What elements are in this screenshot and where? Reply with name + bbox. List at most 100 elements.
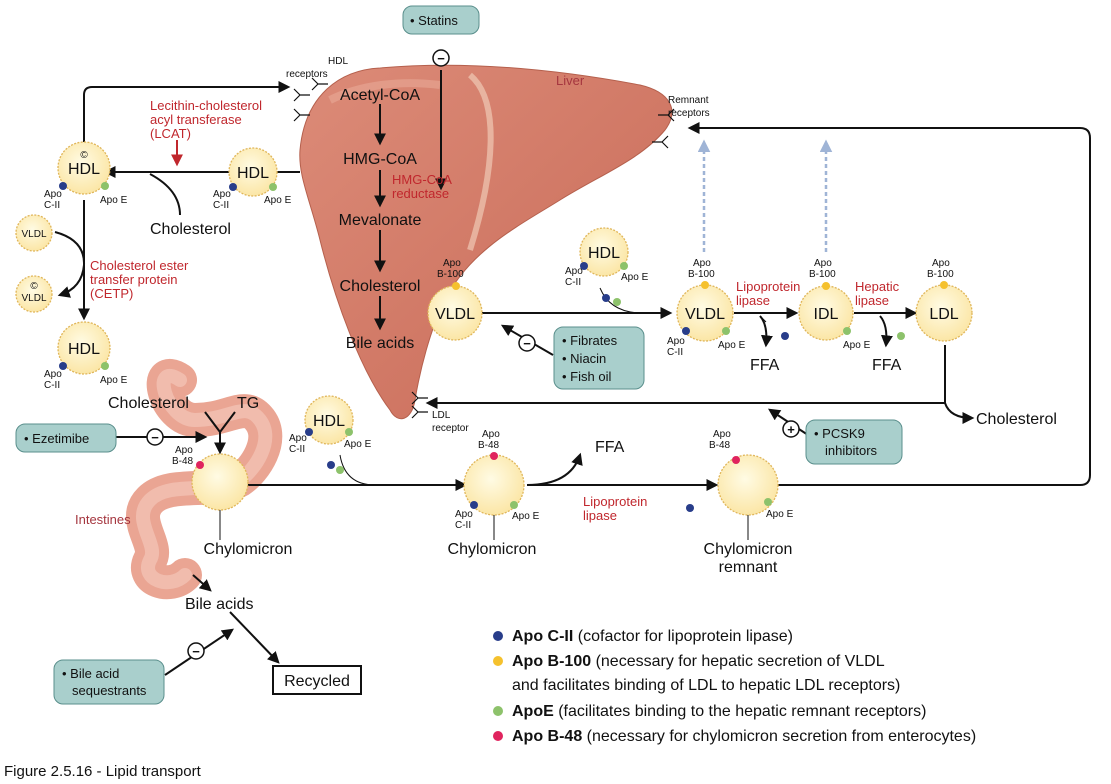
apo-label: Apo	[482, 429, 500, 440]
ezetimibe-minus-sign: −	[151, 430, 159, 445]
apo-c2-label: C-II	[455, 520, 471, 531]
apo-e-label: Apo E	[100, 375, 128, 386]
cholesterol-to-hdl-line	[149, 173, 181, 216]
apo-e-label: Apo E	[264, 195, 292, 206]
cholesterol-free-label: Cholesterol	[150, 221, 231, 238]
ldl-to-receptor-arrow	[425, 345, 946, 409]
hdl-to-receptor-arrow	[83, 81, 291, 145]
hdl-mature-name: HDL	[68, 161, 100, 178]
hdl-middle-name: HDL	[588, 245, 620, 262]
apo-label: Apo	[455, 509, 473, 520]
hepatic-lipase-line2: lipase	[855, 293, 889, 308]
legend: Apo C-II (cofactor for lipoprotein lipas…	[493, 628, 976, 745]
recycled-box	[272, 665, 362, 695]
apo-b100-label: B-100	[809, 269, 836, 280]
tg-label: TG	[237, 395, 259, 412]
ezetimibe-pill	[15, 423, 117, 453]
intestine-bile-arrow	[192, 574, 212, 592]
vldl-small-name: VLDL	[21, 229, 46, 240]
ffa-arrow-2	[879, 315, 893, 348]
apo-label: Apo	[693, 258, 711, 269]
apo-b100-label: B-100	[437, 269, 464, 280]
legend-dot-apo-e	[493, 706, 503, 716]
apo-label: Apo	[289, 433, 307, 444]
fibrates-label: • Fibrates	[562, 333, 618, 348]
hepatic-lipase-line1: Hepatic	[855, 279, 900, 294]
apo-label: Apo	[443, 258, 461, 269]
apo-c2-label: C-II	[44, 380, 60, 391]
cholesterol-diet-label: Cholesterol	[108, 395, 189, 412]
statins-minus-sign: −	[437, 51, 445, 66]
apo-b48-label: B-48	[709, 440, 731, 451]
leader-lines	[219, 315, 767, 540]
apo-b100-label: B-100	[688, 269, 715, 280]
apo-b48-label: B-48	[478, 440, 500, 451]
intestines-label: Intestines	[75, 512, 131, 527]
statins-pill	[402, 5, 480, 35]
liver-organ	[299, 64, 673, 420]
hdl2-join-line	[339, 454, 376, 486]
hdl-mature-mark: ©	[80, 150, 88, 161]
pathway-acetyl-coa: Acetyl-CoA	[340, 87, 420, 104]
apo-e-label: Apo E	[718, 340, 746, 351]
bile-seq-minus-sign: −	[192, 644, 200, 659]
chylomicron-mature-name: Chylomicron	[448, 541, 537, 558]
hdl-nascent-particle	[228, 147, 278, 197]
figure-caption: Figure 2.5.16 - Lipid transport	[4, 763, 202, 780]
hdl-join-line	[599, 287, 641, 314]
apo-label: Apo	[667, 336, 685, 347]
bile-seq-label-line1: • Bile acid	[62, 666, 119, 681]
sign-circles	[146, 49, 800, 660]
fish-oil-label: • Fish oil	[562, 369, 611, 384]
cholesterol-join-line	[204, 411, 221, 433]
hmg-reductase-line1: HMG-CoA	[392, 172, 452, 187]
lcat-line1: Lecithin-cholesterol	[150, 98, 262, 113]
vldl-cholesterol-mark: ©	[30, 281, 38, 292]
lcat-line3: (LCAT)	[150, 126, 191, 141]
lcat-line2: acyl transferase	[150, 112, 242, 127]
chylomicron-remnant-name-line1: Chylomicron	[704, 541, 793, 558]
ldl-name: LDL	[929, 306, 958, 323]
hdl-receptors-line2: receptors	[286, 69, 328, 80]
cetp-line1: Cholesterol ester	[90, 258, 189, 273]
legend-item-apo-b100-line2: and facilitates binding of LDL to hepati…	[512, 677, 900, 694]
apo-c2-label: C-II	[565, 277, 581, 288]
hdl-chylo-name: HDL	[313, 413, 345, 430]
apo-label: Apo	[213, 189, 231, 200]
ffa-arrow-1	[759, 315, 773, 348]
legend-dot-apo-c2	[493, 631, 503, 641]
ldl-receptor-line1: LDL	[432, 410, 451, 421]
lpl-chylo-line2: lipase	[583, 508, 617, 523]
apo-e-label: Apo E	[512, 511, 540, 522]
hmg-reductase-line2: reductase	[392, 186, 449, 201]
legend-item-apo-c2: Apo C-II (cofactor for lipoprotein lipas…	[512, 628, 793, 645]
statins-label: • Statins	[410, 13, 458, 28]
legend-dot-apo-b48	[493, 731, 503, 741]
idl-name: IDL	[814, 306, 839, 323]
apo-e-label: Apo E	[843, 340, 871, 351]
pathway-cholesterol: Cholesterol	[340, 278, 421, 295]
apo-e-label: Apo E	[621, 272, 649, 283]
hdl-lower-name: HDL	[68, 341, 100, 358]
pathway-bile-acids: Bile acids	[346, 335, 414, 352]
remnant-receptors-line2: receptors	[668, 108, 710, 119]
apo-c2-label: C-II	[667, 347, 683, 358]
ffa-label-1: FFA	[750, 357, 780, 374]
chylomicron-remnant-particle	[717, 454, 779, 516]
ezetimibe-label: • Ezetimibe	[24, 431, 89, 446]
apo-dots	[59, 182, 948, 512]
remnant-to-liver-arrow	[687, 122, 1091, 486]
hdl-lower-particle	[57, 321, 111, 375]
bile-acids-label: Bile acids	[185, 596, 253, 613]
vldl-middle-name: VLDL	[685, 306, 725, 323]
hdl-middle-particle	[579, 227, 629, 277]
legend-item-apo-e: ApoE (facilitates binding to the hepatic…	[512, 703, 926, 720]
lpl-vldl-line2: lipase	[736, 293, 770, 308]
cholesterol-out-label: Cholesterol	[976, 411, 1057, 428]
apo-c2-label: C-II	[213, 200, 229, 211]
legend-dot-apo-b100	[493, 656, 503, 666]
pcsk9-pill	[805, 419, 903, 465]
legend-item-apo-b48: Apo B-48 (necessary for chylomicron secr…	[512, 728, 976, 745]
hdl-receptors-line1: HDL	[328, 56, 348, 67]
